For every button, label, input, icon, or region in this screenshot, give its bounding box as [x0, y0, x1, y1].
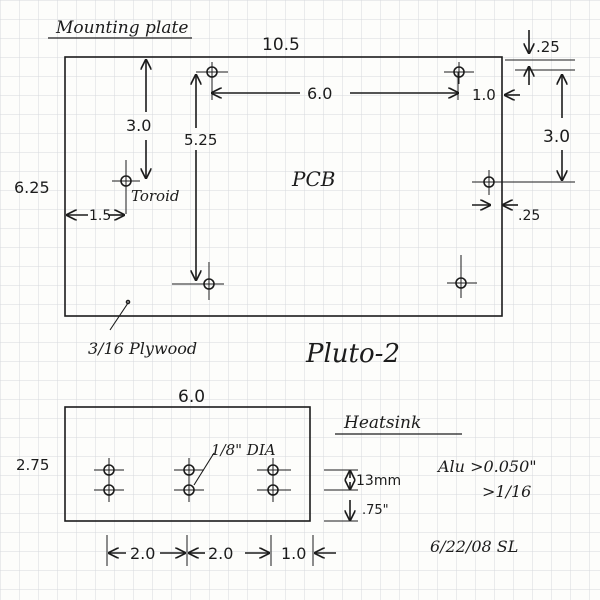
toroid-hole [112, 160, 140, 214]
project-name: Pluto-2 [305, 339, 400, 369]
mounting-plate-title: Mounting plate [55, 18, 188, 38]
heatsink-height-dim: 2.75 [16, 456, 49, 474]
side-offset-dim: .25 [518, 208, 540, 224]
plate-width-dim: 10.5 [262, 35, 300, 55]
heatsink-material-note-alt: >1/16 [482, 482, 531, 501]
pcb-label: PCB [291, 167, 335, 191]
mounting-hole-top-right [444, 62, 474, 84]
mounting-hole-right [472, 170, 504, 195]
heatsink-outline [64, 406, 311, 522]
hole-offset-in: .75" [362, 503, 389, 518]
mounting-hole-bottom-right [447, 255, 477, 298]
hole-spacing-dim: 6.0 [307, 84, 332, 103]
toroid-offset-dim: 1.5 [89, 208, 111, 224]
heatsink-hole [94, 478, 124, 502]
bottom-spacing-2: 2.0 [208, 544, 233, 563]
date-signature: 6/22/08 SL [430, 537, 518, 556]
heatsink-hole [174, 478, 204, 502]
mounting-hole-top-left [196, 62, 228, 84]
toroid-label: Toroid [131, 187, 179, 205]
left-vertical-dim: 3.0 [126, 116, 151, 135]
mounting-plate-drawing: Mounting plate 10.5 .25 6.0 1.0 3.0 3.0 [14, 18, 575, 369]
plate-material-note: 3/16 Plywood [88, 339, 197, 358]
hole-diameter-label: 1/8" DIA [211, 441, 276, 459]
heatsink-material-note: Alu >0.050" [436, 457, 537, 476]
right-vertical-dim: 3.0 [543, 127, 570, 147]
bottom-spacing-3: 1.0 [281, 544, 306, 563]
center-vertical-dim: 5.25 [184, 131, 217, 149]
top-offset-dim: .25 [536, 38, 560, 56]
heatsink-drawing: 6.0 Heatsink 2.75 1/8" DIA 13mm .75" Alu… [16, 387, 537, 566]
bottom-spacing-1: 2.0 [130, 544, 155, 563]
mounting-plate-outline [64, 56, 503, 317]
heatsink-title: Heatsink [343, 413, 421, 433]
edge-right-dim: 1.0 [472, 86, 496, 104]
heatsink-hole [257, 478, 291, 502]
plate-height-dim: 6.25 [14, 178, 50, 197]
mounting-hole-bottom-left [172, 262, 224, 300]
hole-spacing-mm: 13mm [356, 473, 401, 489]
heatsink-width-dim: 6.0 [178, 387, 205, 407]
